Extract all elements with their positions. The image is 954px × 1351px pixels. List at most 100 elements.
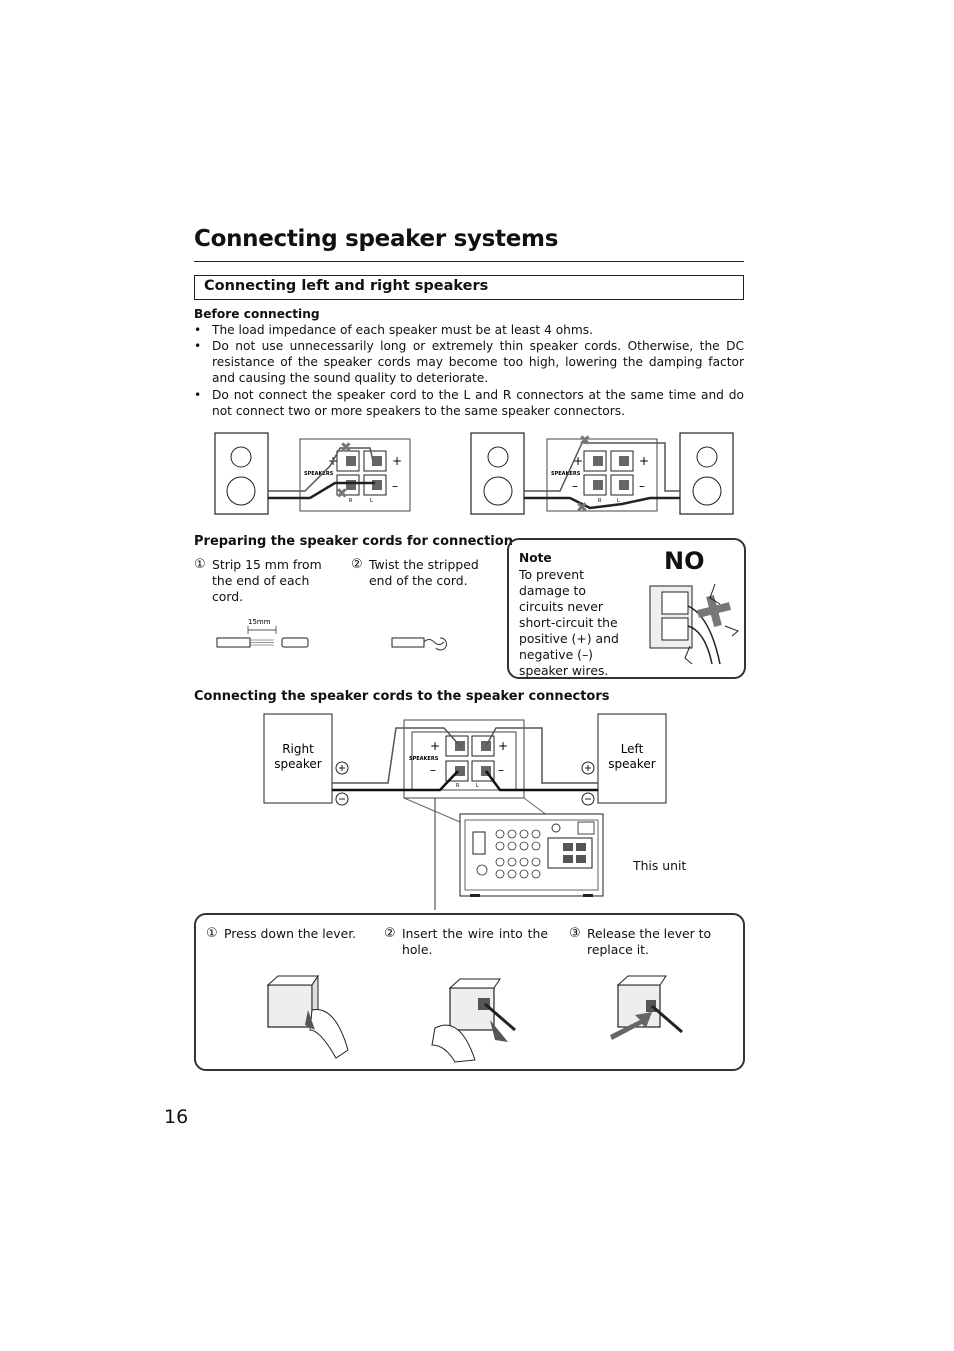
step-1-num: ① xyxy=(206,926,218,941)
plus-sign: + xyxy=(639,454,649,468)
connection-diagram: Right speaker Left speaker + + – – SPEAK… xyxy=(263,713,667,910)
before-heading: Before connecting xyxy=(194,307,320,321)
hole xyxy=(346,456,356,466)
hole xyxy=(372,480,382,490)
plus-sign: + xyxy=(430,739,440,753)
twist-arrow-icon xyxy=(435,637,447,651)
arrow-up-icon xyxy=(610,1012,652,1040)
plus-sign: + xyxy=(573,454,583,468)
section-box xyxy=(194,275,744,300)
speaker-cord-plus xyxy=(524,442,680,492)
prep-step-1-text: Strip 15 mm from the end of each cord. xyxy=(212,557,322,604)
left-cord-minus xyxy=(484,770,598,792)
speakers-label: SPEAKERS xyxy=(409,756,439,762)
right-cord-minus xyxy=(332,770,459,792)
minus-sign: – xyxy=(498,763,504,777)
l-label: L xyxy=(370,498,373,504)
page-number: 16 xyxy=(164,1106,189,1128)
r-label: R xyxy=(456,783,460,789)
speaker-woofer xyxy=(483,476,513,506)
speakers-label: SPEAKERS xyxy=(304,471,334,477)
wrong-diagram-one: + + – – SPEAKERS R L ✖ ✖ xyxy=(214,432,411,515)
speaker-tweeter xyxy=(487,446,509,468)
step-1-text: Press down the lever. xyxy=(224,926,357,941)
step-3-illustration xyxy=(610,975,683,1040)
no-label: NO xyxy=(664,547,705,575)
plus-sign: + xyxy=(392,454,402,468)
lever-step-illustrations xyxy=(266,974,683,1063)
right-cord-plus xyxy=(332,727,461,784)
bullet-2: •Do not use unnecessarily long or extrem… xyxy=(194,339,744,385)
prep-step-2-num: ② xyxy=(351,557,363,572)
svg-text:speaker: speaker xyxy=(274,757,322,771)
wire xyxy=(484,1002,516,1032)
cord-insulation xyxy=(391,637,425,648)
section-title: Connecting left and right speakers xyxy=(204,278,489,294)
wrong-diagram-two: + + – – SPEAKERS R L ✖ ✖ xyxy=(470,432,734,516)
bullet-3-text: Do not connect the speaker cord to the L… xyxy=(212,388,744,418)
note-box xyxy=(507,538,746,679)
l-label: L xyxy=(476,783,479,789)
speakers-label: SPEAKERS xyxy=(551,471,581,477)
terminal-panel xyxy=(299,438,411,512)
steps-box xyxy=(194,913,745,1071)
minus-sign: – xyxy=(430,763,436,777)
speaker-box xyxy=(214,432,269,515)
step-3-num: ③ xyxy=(569,926,581,941)
preparing-heading: Preparing the speaker cords for connecti… xyxy=(194,534,513,549)
hole xyxy=(619,480,629,490)
wrong-mark-icon: ✖ xyxy=(579,433,591,449)
twisted-wire xyxy=(423,639,445,645)
spark-icon xyxy=(709,583,721,605)
page-title: Connecting speaker systems xyxy=(194,226,559,252)
speaker-woofer xyxy=(692,476,722,506)
connecting-heading: Connecting the speaker cords to the spea… xyxy=(194,689,610,704)
speaker-tweeter xyxy=(696,446,718,468)
prep-step-2-text: Twist the stripped end of the cord. xyxy=(369,557,479,588)
left-speaker-label: Left xyxy=(621,742,644,756)
bullet-1-text: The load impedance of each speaker must … xyxy=(212,323,593,337)
minus-sign: – xyxy=(639,479,645,493)
arrow-down-icon xyxy=(305,1010,315,1030)
hole xyxy=(593,456,603,466)
speaker-cord-plus xyxy=(268,447,374,492)
step-2-text: Insert the wire into the hole. xyxy=(402,926,548,957)
r-label: R xyxy=(598,498,602,504)
wire xyxy=(651,1004,683,1034)
speaker-cord-minus xyxy=(268,481,375,500)
jack-grid xyxy=(476,829,541,879)
short-circuit-illustration xyxy=(649,583,739,665)
speaker-box xyxy=(470,432,525,515)
hole xyxy=(619,456,629,466)
finger-icon xyxy=(309,1009,349,1059)
svg-text:speaker: speaker xyxy=(608,757,656,771)
note-text: To prevent damage to circuits never shor… xyxy=(519,567,619,678)
speaker-tweeter xyxy=(230,446,252,468)
speaker-cord-minus xyxy=(524,496,680,510)
minus-sign: – xyxy=(572,479,578,493)
wrong-mark-icon: ✖ xyxy=(336,486,348,502)
wrong-mark-icon: ✖ xyxy=(576,500,588,516)
l-label: L xyxy=(617,498,620,504)
prep-step-1-num: ① xyxy=(194,557,206,572)
left-speaker-box xyxy=(597,713,667,804)
bullet-1: •The load impedance of each speaker must… xyxy=(194,322,744,338)
bullet-3: •Do not connect the speaker cord to the … xyxy=(194,388,744,418)
step-2-num: ② xyxy=(384,926,396,941)
right-speaker-label: Right xyxy=(282,742,314,756)
speaker-woofer xyxy=(226,476,256,506)
cord-insulation xyxy=(216,637,251,648)
r-label: R xyxy=(349,498,353,504)
hole xyxy=(372,456,382,466)
hole xyxy=(593,480,603,490)
step-2-illustration xyxy=(431,978,516,1063)
title-rule xyxy=(194,261,744,262)
cord-prep-illustration: 15mm xyxy=(216,618,447,651)
step-3-text: Release the lever to replace it. xyxy=(587,926,712,957)
removed-insulation xyxy=(281,637,309,648)
right-speaker-box xyxy=(263,713,333,804)
bullet-2-text: Do not use unnecessarily long or extreme… xyxy=(212,339,744,385)
dimension-label: 15mm xyxy=(248,618,271,626)
unit-speaker-terminals xyxy=(547,837,593,869)
this-unit-label: This unit xyxy=(633,858,687,873)
